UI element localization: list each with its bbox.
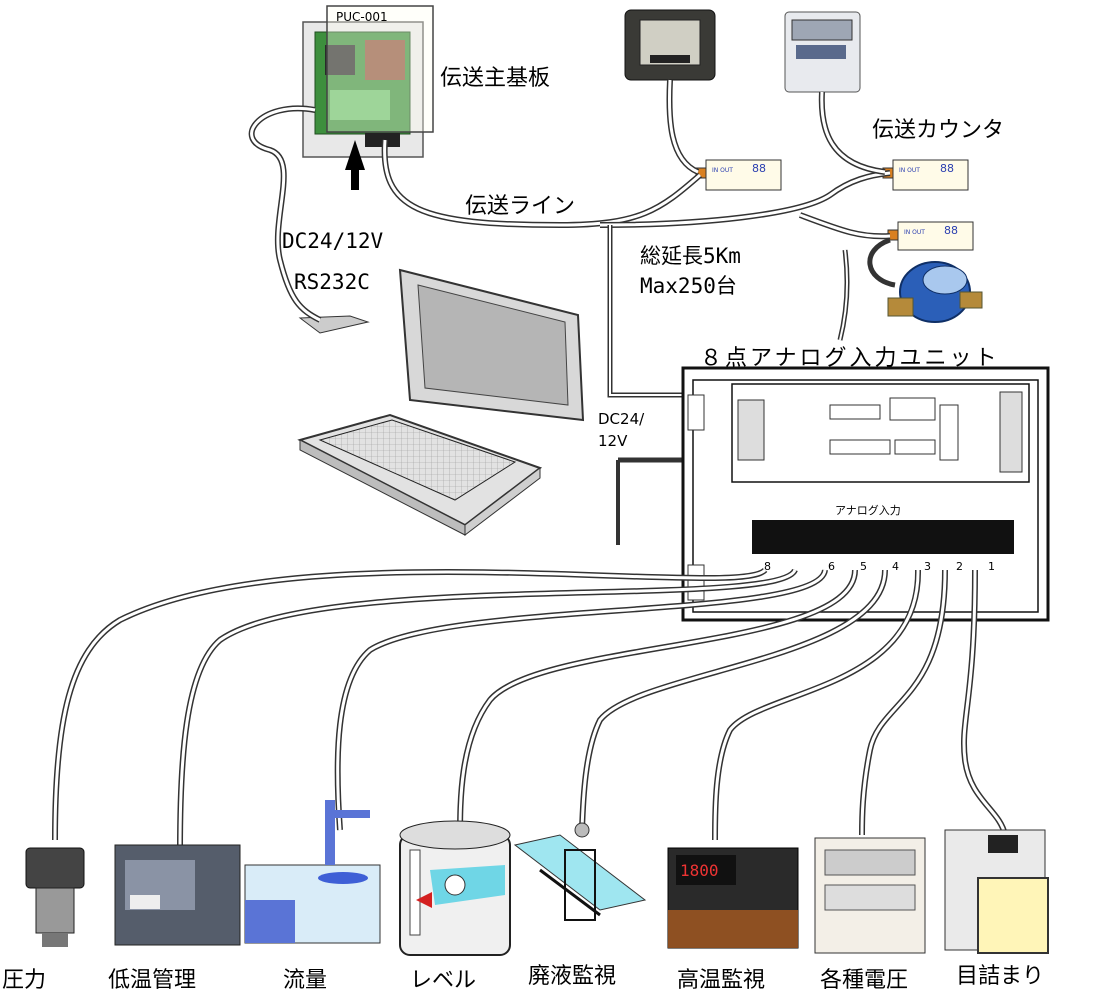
unit-power-label-1: DC24/ [598, 410, 645, 428]
rs232c-label: RS232C [294, 270, 370, 294]
svg-text:88: 88 [752, 162, 766, 175]
svg-text:1800: 1800 [680, 861, 719, 880]
max-units-label: Max250台 [640, 274, 737, 298]
sensor-label-waste: 廃液監視 [528, 964, 617, 989]
main-board [302, 5, 434, 190]
terminal-number: 4 [892, 560, 899, 573]
refrigeration-unit [114, 844, 241, 946]
sensor-label-voltage: 各種電圧 [820, 968, 909, 993]
high-temp-controller: 1800 [667, 847, 799, 949]
water-meter [887, 261, 983, 323]
terminal-number: 3 [924, 560, 931, 573]
main-board-label: 伝送主基板 [440, 66, 551, 91]
counter-box-2: IN OUT 88 [882, 159, 969, 191]
sensor-label-high-temp: 高温監視 [677, 968, 766, 993]
flow-tank [244, 800, 381, 944]
terminal-number: 6 [828, 560, 835, 573]
unit-power-label-2: 12V [598, 432, 628, 450]
sensor-label-low-temp: 低温管理 [108, 968, 197, 993]
sensor-label-level: レベル [410, 968, 477, 993]
pressure-sensor [25, 847, 85, 947]
voltage-panel [814, 837, 926, 954]
svg-text:88: 88 [940, 162, 954, 175]
svg-text:88: 88 [944, 224, 958, 237]
laptop [297, 268, 585, 537]
terminal-number: 1 [988, 560, 995, 573]
analog-input-unit [681, 366, 1050, 622]
gas-meter [784, 11, 861, 93]
board-id-label: PUC-001 [336, 10, 388, 24]
sensor-label-flow: 流量 [283, 968, 328, 993]
unit-title-label: ８点アナログ入力ユニット [700, 346, 1000, 371]
svg-text:IN OUT: IN OUT [899, 167, 920, 174]
terminal-number: 2 [956, 560, 963, 573]
sensor-label-clog: 目詰まり [956, 964, 1045, 989]
total-length-label: 総延長5Km [640, 244, 741, 268]
power-label-top: DC24/12V [282, 229, 384, 253]
level-tank [399, 820, 511, 956]
filter-clog-sensor [944, 829, 1049, 954]
counter-box-1: IN OUT 88 [695, 159, 782, 191]
transmission-line-label: 伝送ライン [465, 194, 576, 219]
counter-label: 伝送カウンタ [872, 118, 1005, 143]
analog-input-label: アナログ入力 [835, 504, 901, 517]
electric-meter [624, 9, 716, 81]
waste-liquid-channel [513, 822, 647, 921]
sensor-label-pressure: 圧力 [2, 968, 47, 993]
counter-box-3: IN OUT 88 [887, 221, 974, 251]
terminal-number: 5 [860, 560, 867, 573]
cables [248, 79, 896, 545]
sensor-cables [52, 567, 1008, 851]
terminal-number: 8 [764, 560, 771, 573]
svg-text:IN OUT: IN OUT [904, 229, 925, 236]
svg-text:IN OUT: IN OUT [712, 167, 733, 174]
